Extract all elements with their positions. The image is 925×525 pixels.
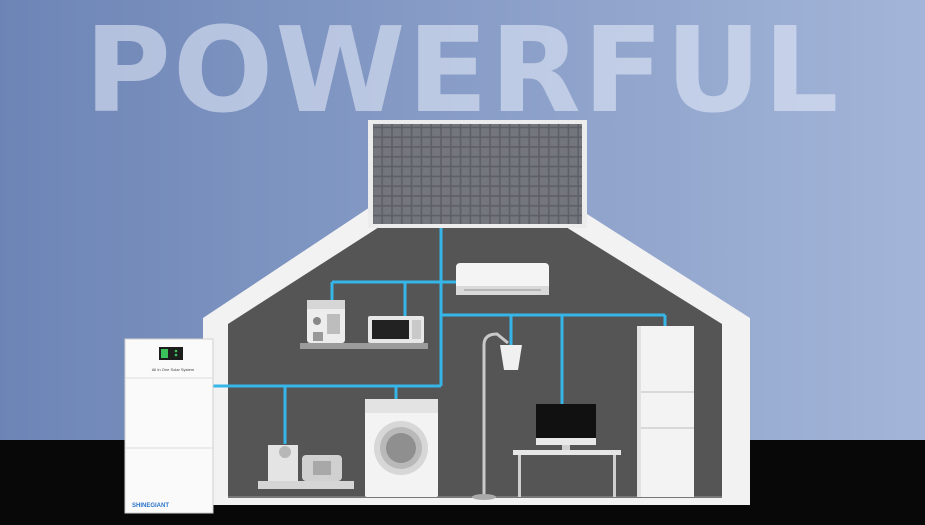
- water-pump: [258, 445, 354, 489]
- floor-lamp: [472, 332, 522, 500]
- refrigerator: [637, 326, 694, 497]
- microwave-oven: [368, 316, 424, 343]
- solar-panel: [368, 120, 587, 228]
- coffee-machine: [307, 300, 345, 343]
- desktop-computer: [513, 404, 621, 497]
- all-in-one-battery: [124, 338, 214, 514]
- kitchen-shelf: [300, 343, 428, 349]
- house-interior: [228, 168, 722, 498]
- headline-text: POWERFUL: [84, 1, 841, 139]
- battery-label: All In One Solar System: [151, 367, 195, 372]
- washing-machine: [365, 399, 438, 497]
- battery-brand-logo: SHINEGIANT: [132, 503, 170, 509]
- power-wiring: [210, 226, 667, 444]
- air-conditioner: [456, 263, 549, 295]
